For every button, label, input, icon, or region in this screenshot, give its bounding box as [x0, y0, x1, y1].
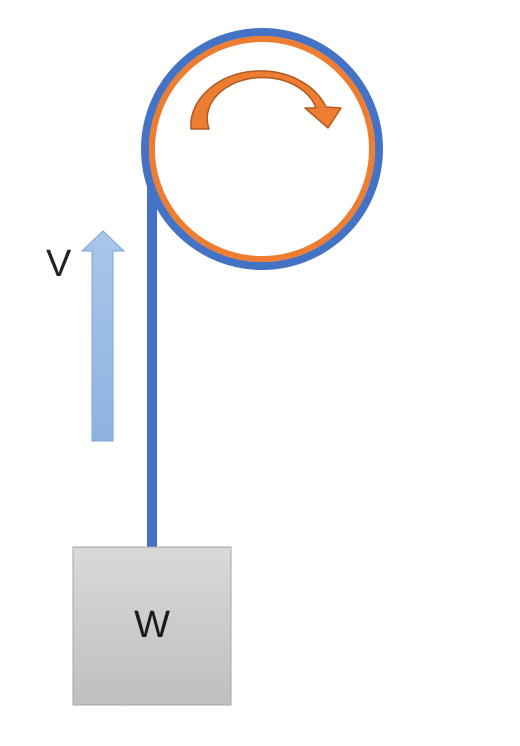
weight-label: W [134, 604, 170, 646]
up-arrow-icon [80, 230, 126, 442]
weight-block: W [72, 546, 232, 706]
clockwise-curved-arrow-icon [190, 70, 342, 130]
pulley-inner-rim [149, 36, 375, 262]
velocity-label: V [46, 243, 72, 285]
pulley [141, 28, 383, 270]
pulley-outer-rim [141, 28, 383, 270]
weight-box [72, 546, 232, 706]
